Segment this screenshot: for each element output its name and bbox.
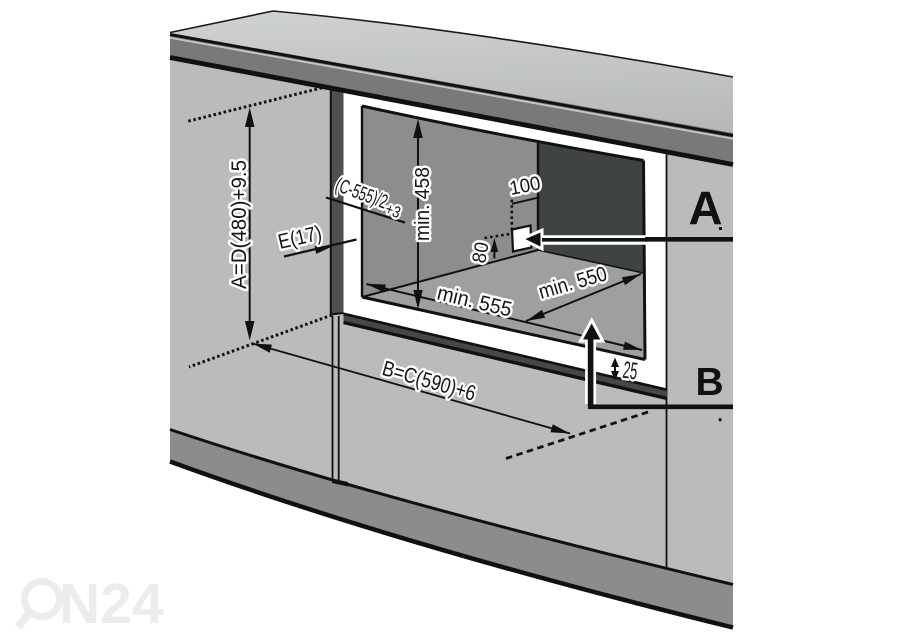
svg-text:80: 80 bbox=[468, 240, 493, 265]
svg-text:A: A bbox=[689, 182, 723, 235]
svg-text:B: B bbox=[696, 361, 724, 404]
svg-text:25: 25 bbox=[621, 357, 639, 386]
svg-text:A=D(480)+9.5: A=D(480)+9.5 bbox=[228, 160, 251, 289]
svg-text:min. 458: min. 458 bbox=[412, 167, 434, 241]
svg-text:N24: N24 bbox=[59, 572, 164, 636]
